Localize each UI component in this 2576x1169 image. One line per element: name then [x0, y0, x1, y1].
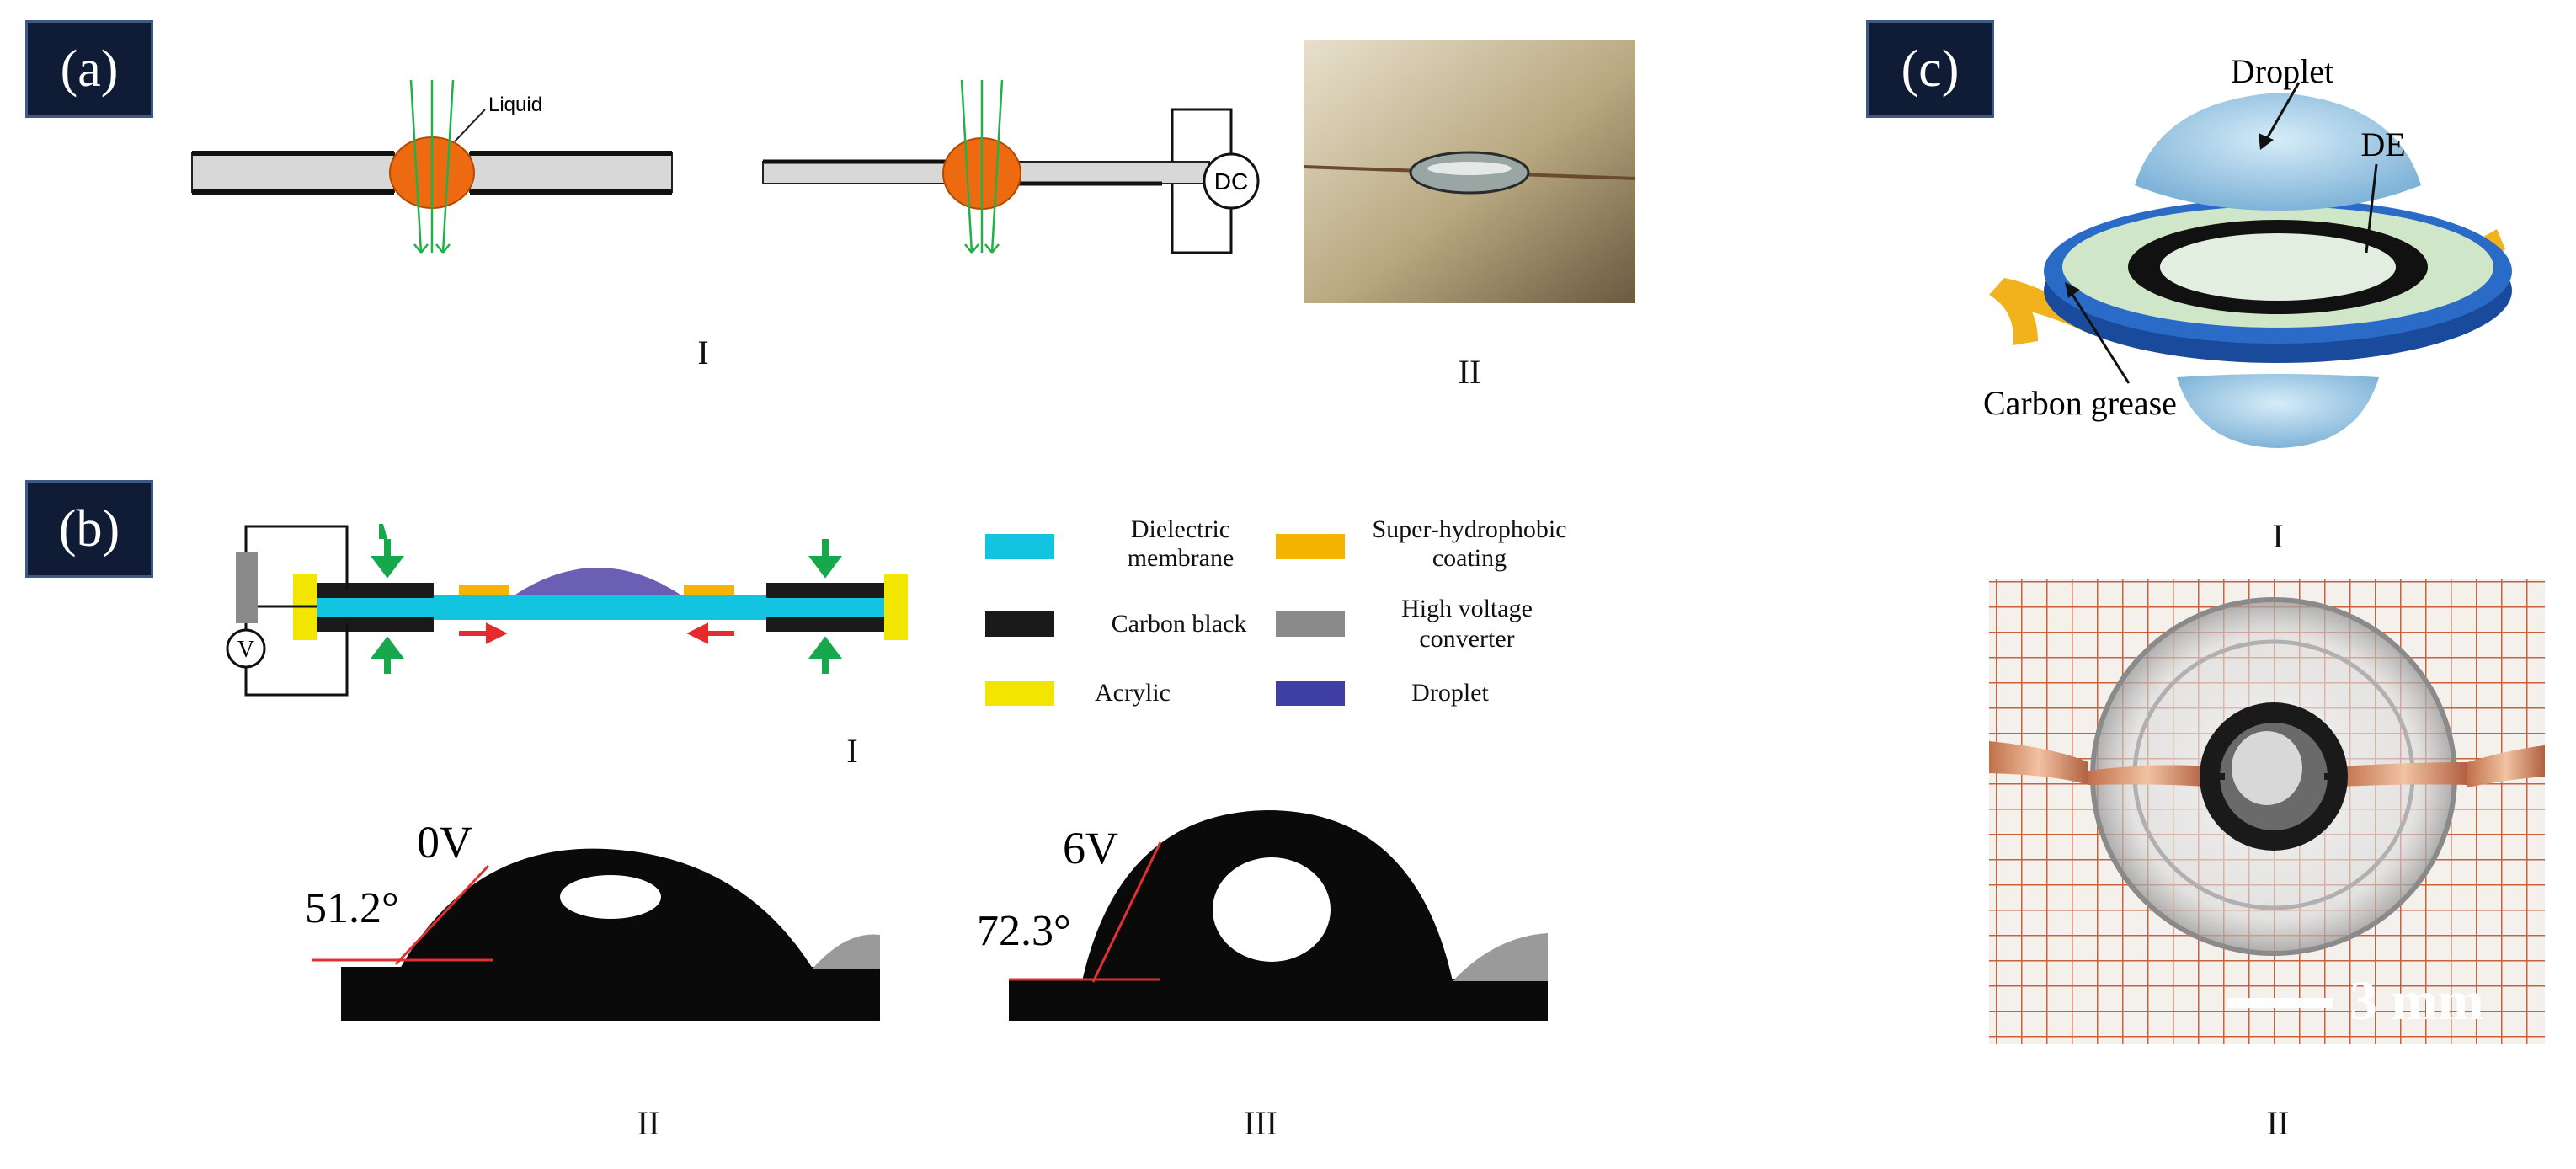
droplet-bottom [2177, 374, 2379, 448]
droplet-label: Droplet [2231, 52, 2333, 90]
angle-51: 51.2° [305, 884, 399, 932]
legend-swatch-coating [1276, 534, 1345, 559]
liquid-label: Liquid [488, 93, 542, 116]
legend-coating-1: Super-hydrophobic [1372, 515, 1566, 543]
droplet-shape [515, 568, 680, 595]
dc-label: DC [1214, 168, 1248, 195]
panel-tag-b: (b) [25, 480, 153, 578]
legend-swatch-dielectric [985, 534, 1054, 559]
panel-c-sub-II: II [2267, 1104, 2290, 1142]
panel-b-sub-III: III [1244, 1104, 1277, 1142]
panel-tag-c: (c) [1866, 20, 1994, 118]
panel-a-sub-I: I [697, 334, 708, 371]
legend-converter-1: High voltage [1401, 595, 1533, 622]
panel-a-photo [1303, 40, 1636, 303]
panel-b-schematic: V [226, 524, 908, 697]
droplet-top [2135, 93, 2421, 211]
legend-swatch-carbon [985, 611, 1054, 637]
de-label: DE [2360, 125, 2405, 163]
legend-coating-2: coating [1432, 544, 1507, 572]
panel-b-photo-6v: 6V 72.3° [977, 809, 1548, 1021]
legend-droplet: Droplet [1411, 679, 1489, 707]
legend-swatch-acrylic [985, 681, 1054, 706]
panel-b-sub-II: II [637, 1104, 660, 1142]
legend-swatch-converter [1276, 611, 1345, 637]
angle-72: 72.3° [977, 907, 1071, 955]
panel-c-sub-I: I [2272, 517, 2283, 555]
panel-c-photo: 3 mm [1989, 579, 2545, 1044]
legend-swatch-droplet [1276, 681, 1345, 706]
panel-b-legend: Dielectric membrane Super-hydrophobic co… [985, 515, 1567, 707]
voltage-source [226, 628, 266, 669]
dc-source [1203, 152, 1260, 210]
panel-a-sub-II: II [1459, 353, 1481, 391]
legend-carbon: Carbon black [1112, 610, 1247, 638]
carbon-grease-label: Carbon grease [1983, 384, 2177, 422]
panel-tag-a: (a) [25, 20, 153, 118]
legend-acrylic: Acrylic [1095, 679, 1171, 707]
voltage-label: V [237, 637, 254, 663]
panel-a-schematic-2: DC [762, 79, 1260, 254]
voltage-0v: 0V [417, 817, 472, 867]
legend-dielectric-2: membrane [1128, 544, 1235, 572]
panel-a-schematic-1: Liquid [191, 79, 673, 254]
legend-dielectric-1: Dielectric [1131, 515, 1230, 543]
panel-b-photo-0v: 0V 51.2° [305, 815, 880, 1021]
voltage-6v: 6V [1063, 823, 1118, 873]
scale-bar [2227, 998, 2333, 1008]
scale-label: 3 mm [2349, 970, 2483, 1032]
panel-c-schematic: Droplet DE Carbon grease [1983, 52, 2512, 448]
legend-converter-2: converter [1419, 625, 1514, 653]
panel-b-sub-I: I [846, 732, 857, 770]
